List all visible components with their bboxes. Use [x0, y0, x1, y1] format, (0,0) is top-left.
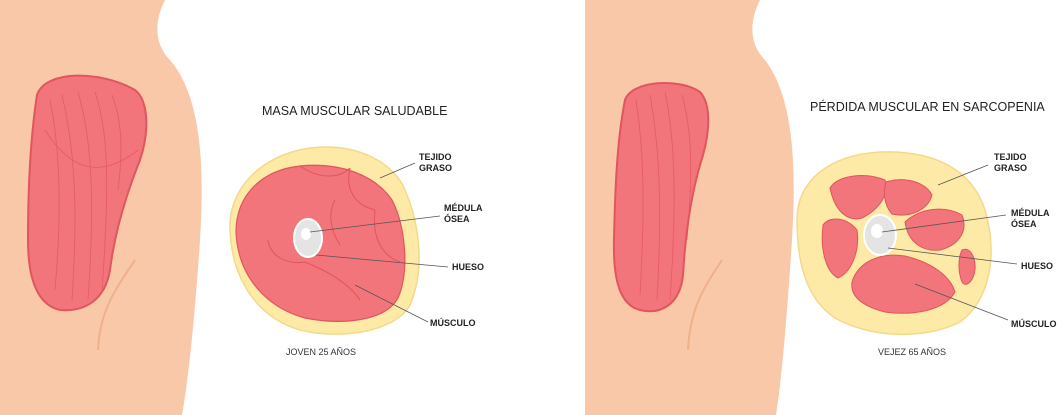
caption-old: VEJEZ 65 AÑOS — [878, 347, 946, 357]
panel-sarcopenia: PÉRDIDA MUSCULAR EN SARCOPENIA TEJIDO GR… — [585, 0, 1057, 415]
label-bone-old: HUESO — [1021, 261, 1053, 271]
panel-healthy: MASA MUSCULAR SALUDABLE TEJIDO GRASO MÉD… — [0, 0, 484, 415]
marrow-old — [871, 224, 883, 238]
label-muscle-old: MÚSCULO — [1011, 318, 1057, 329]
label-marrow-line2-young: ÓSEA — [444, 213, 470, 224]
label-bone-young: HUESO — [452, 262, 484, 272]
label-marrow-line2-old: ÓSEA — [1011, 218, 1037, 229]
arm-illustration-old — [585, 0, 794, 415]
label-fat-line2-young: GRASO — [419, 163, 452, 173]
title-sarcopenia: PÉRDIDA MUSCULAR EN SARCOPENIA — [810, 99, 1045, 114]
caption-young: JOVEN 25 AÑOS — [286, 347, 356, 357]
label-fat-line2-old: GRASO — [994, 163, 1027, 173]
cross-section-old — [797, 152, 991, 334]
cross-section-young — [230, 147, 419, 334]
label-marrow-line1-young: MÉDULA — [444, 203, 483, 213]
marrow-young — [301, 228, 311, 240]
arm-illustration-young — [0, 0, 202, 415]
label-fat-line1-young: TEJIDO — [419, 152, 452, 162]
title-healthy: MASA MUSCULAR SALUDABLE — [262, 104, 447, 118]
label-fat-line1-old: TEJIDO — [994, 152, 1027, 162]
label-marrow-line1-old: MÉDULA — [1011, 208, 1050, 218]
label-muscle-young: MÚSCULO — [430, 317, 476, 328]
